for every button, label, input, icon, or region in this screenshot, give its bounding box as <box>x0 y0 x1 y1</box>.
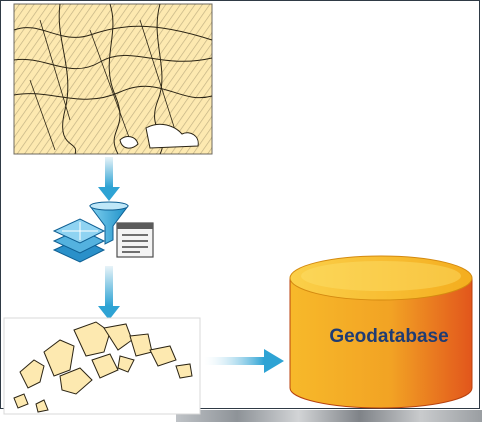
layers-icon <box>52 218 106 263</box>
arrow-tool-to-result <box>98 266 120 320</box>
selected-polygons-map <box>3 317 201 415</box>
arrow-map-to-tool <box>98 157 120 201</box>
table-icon <box>116 222 154 258</box>
geodatabase-label: Geodatabase <box>329 326 448 347</box>
diagram-frame <box>0 0 480 409</box>
arrow-result-to-database <box>204 349 284 373</box>
select-by-attributes-icon <box>52 201 154 263</box>
geodatabase-cylinder: Geodatabase <box>289 255 473 409</box>
background-photo-strip <box>176 410 482 422</box>
source-polygon-map <box>13 3 213 155</box>
funnel-icon <box>89 201 129 245</box>
